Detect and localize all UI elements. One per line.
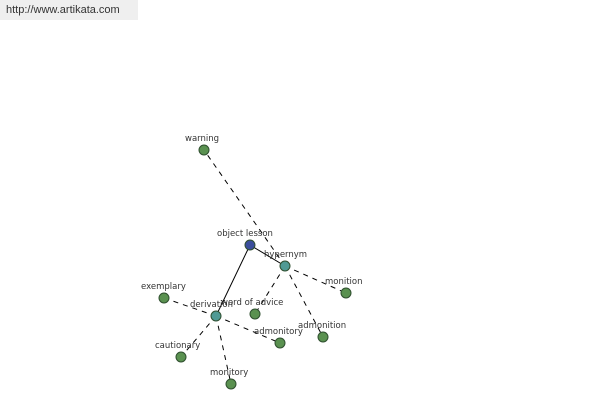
- node-dot-monitory[interactable]: [225, 378, 237, 390]
- node-label-admonition[interactable]: admonition: [298, 321, 346, 331]
- node-dot-hypernym[interactable]: [279, 260, 291, 272]
- node-label-cautionary[interactable]: cautionary: [155, 341, 200, 351]
- node-dot-warning[interactable]: [198, 144, 210, 156]
- node-dot-monition[interactable]: [340, 287, 352, 299]
- node-exemplary[interactable]: exemplary: [141, 282, 186, 304]
- node-admonition[interactable]: admonition: [298, 321, 346, 343]
- node-label-monitory[interactable]: monitory: [210, 368, 248, 378]
- node-label-monition[interactable]: monition: [325, 277, 363, 287]
- node-warning[interactable]: warning: [185, 134, 219, 156]
- node-label-word-of-advice[interactable]: word of advice: [221, 298, 283, 308]
- edge-hypernym-warning: [203, 149, 286, 267]
- node-label-exemplary[interactable]: exemplary: [141, 282, 186, 292]
- node-derivation[interactable]: derivation: [190, 300, 233, 322]
- edge-derivation-monitory: [215, 315, 232, 385]
- node-label-object-lesson[interactable]: object lesson: [217, 229, 273, 239]
- node-monitory[interactable]: monitory: [210, 368, 248, 390]
- source-link[interactable]: http://www.artikata.com: [0, 0, 138, 20]
- edge-hypernym-monition: [284, 265, 347, 294]
- edge-derivation-admonitory: [215, 315, 281, 344]
- node-dot-exemplary[interactable]: [158, 292, 170, 304]
- node-hypernym[interactable]: hypernym: [264, 250, 307, 272]
- node-word-of-advice[interactable]: word of advice: [221, 298, 283, 320]
- graph-nodes: object lesson hypernym derivation warning mo…: [141, 134, 363, 390]
- node-cautionary[interactable]: cautionary: [155, 341, 200, 363]
- edge-derivation-cautionary: [180, 315, 217, 358]
- node-dot-word-of-advice[interactable]: [249, 308, 261, 320]
- node-object-lesson[interactable]: object lesson: [217, 229, 273, 251]
- node-label-warning[interactable]: warning: [185, 134, 219, 144]
- node-dot-admonitory[interactable]: [274, 337, 286, 349]
- node-admonitory[interactable]: admonitory: [254, 327, 303, 349]
- edge-object-lesson-derivation: [215, 244, 251, 317]
- node-label-hypernym[interactable]: hypernym: [264, 250, 307, 260]
- node-dot-cautionary[interactable]: [175, 351, 187, 363]
- node-label-admonitory[interactable]: admonitory: [254, 327, 303, 337]
- node-label-derivation[interactable]: derivation: [190, 300, 233, 310]
- node-monition[interactable]: monition: [325, 277, 363, 299]
- edge-hypernym-admonition: [284, 265, 324, 338]
- node-dot-object-lesson[interactable]: [244, 239, 256, 251]
- graph-edges: [163, 149, 347, 385]
- edge-object-lesson-hypernym: [249, 244, 286, 267]
- node-dot-admonition[interactable]: [317, 331, 329, 343]
- node-dot-derivation[interactable]: [210, 310, 222, 322]
